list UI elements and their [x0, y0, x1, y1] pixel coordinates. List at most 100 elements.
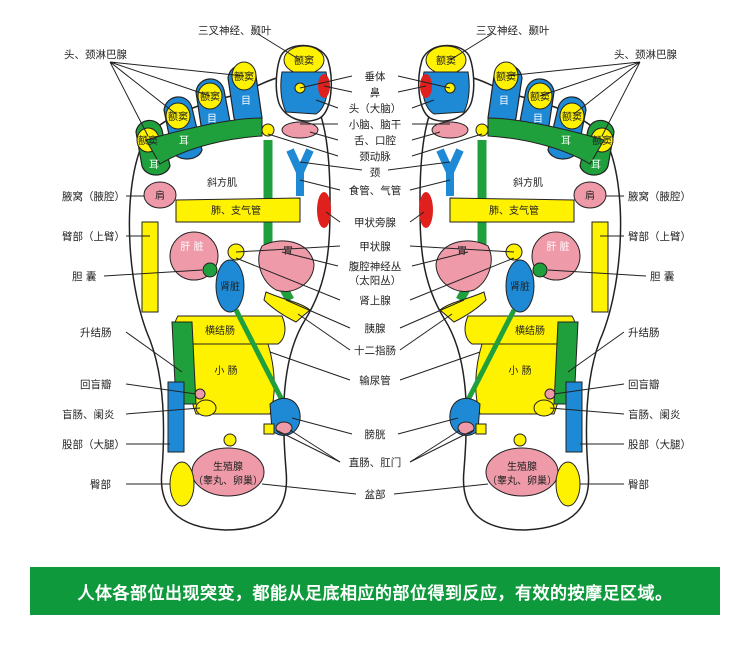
zone-left-sinus-2: 额窦 [234, 70, 254, 83]
label-pelvis: 盆部 [365, 488, 386, 501]
right-rectum-pink [457, 421, 475, 435]
left-thyroid-red [317, 192, 331, 228]
label-right-cecum: 盲肠、阑炎 [628, 408, 681, 421]
caption-text: 人体各部位出现突变，都能从足底相应的部位得到反应，有效的按摩足区域。 [77, 583, 673, 604]
left-kidney [215, 259, 245, 313]
zone-right-shoulder: 肩 [585, 189, 595, 202]
label-left-gallbladder: 胆 囊 [72, 270, 97, 283]
left-stomach [258, 240, 315, 292]
leader-lines [103, 33, 647, 495]
label-right-ileocecal: 回盲瓣 [628, 378, 660, 391]
zone-left-transverse-colon: 横结肠 [205, 324, 235, 337]
label-tongue-mouth: 舌、口腔 [354, 134, 396, 147]
right-arm-strip [591, 221, 609, 313]
label-right-buttock: 臀部 [628, 478, 649, 491]
zone-right-lung: 肺、支气管 [489, 204, 539, 217]
zone-right-transverse-colon: 横结肠 [515, 324, 545, 337]
zone-left-small-intestine: 小 肠 [214, 365, 237, 377]
label-left-trigeminal: 三叉神经、颞叶 [198, 24, 272, 37]
label-parathyroid: 甲状旁腺 [354, 216, 396, 229]
zone-right-ear-2: 耳 [591, 159, 601, 171]
label-esophagus: 食管、气管 [349, 184, 402, 197]
label-left-cecum: 盲肠、阑炎 [62, 408, 115, 421]
label-right-thigh: 股部（大腿） [628, 438, 691, 451]
left-gallbladder [202, 262, 218, 278]
left-rectum-pink [275, 421, 293, 435]
zone-left-sinus-5: 额窦 [138, 134, 158, 147]
zone-right-bigtoe-sinus: 额窦 [436, 54, 456, 67]
zone-right-sinus-5: 额窦 [592, 134, 612, 147]
zone-left-trapezius: 斜方肌 [207, 176, 237, 189]
zone-left-sinus-4: 额窦 [168, 110, 188, 123]
label-right-trigeminal: 三叉神经、颞叶 [476, 24, 550, 37]
label-bladder: 膀胱 [365, 428, 386, 441]
left-ileocecal [194, 388, 206, 400]
zone-left-sinus-3: 额窦 [200, 90, 220, 103]
zone-right-gonad-1: 生殖腺 [507, 460, 537, 473]
left-heel-dot [223, 433, 237, 447]
zone-left-bigtoe-sinus: 额窦 [294, 54, 314, 67]
label-right-gallbladder: 胆 囊 [650, 270, 675, 283]
zone-right-eye-2: 目 [533, 114, 543, 125]
zone-left-liver: 肝 脏 [180, 240, 203, 253]
zone-left-shoulder: 肩 [155, 189, 165, 202]
right-ureter [465, 308, 517, 402]
left-shoulder [143, 181, 177, 209]
label-celiac-2: （太阳丛） [349, 274, 402, 287]
left-buttock [169, 461, 195, 507]
right-sinus-4 [559, 102, 585, 130]
right-esophagus [436, 148, 464, 196]
right-kidney [505, 259, 535, 313]
label-right-head-neck-lymph: 头、颈淋巴腺 [614, 48, 677, 61]
label-duodenum: 十二指肠 [354, 344, 396, 357]
right-tongue-mouth [431, 121, 469, 139]
label-adrenal: 肾上腺 [359, 294, 391, 307]
right-eye-ear-strip [487, 117, 605, 165]
zone-right-trapezius: 斜方肌 [513, 176, 543, 189]
label-neck: 颈 [370, 167, 381, 179]
right-thigh-strip [565, 381, 583, 453]
label-celiac-1: 腹腔神经丛 [349, 260, 402, 273]
caption-banner: 人体各部位出现突变，都能从足底相应的部位得到反应，有效的按摩足区域。 [30, 567, 720, 615]
label-left-head-neck-lymph: 头、颈淋巴腺 [64, 48, 127, 61]
left-arm-strip [141, 221, 159, 313]
label-nose: 鼻 [370, 86, 381, 99]
right-stomach [435, 240, 492, 292]
zone-right-gonad-2: （睾丸、卵巢） [487, 474, 557, 487]
left-rectum [263, 423, 275, 435]
zone-right-liver: 肝 脏 [546, 240, 569, 253]
label-thyroid: 甲状腺 [359, 240, 391, 253]
label-pancreas: 胰腺 [365, 322, 386, 335]
zone-left-ear: 耳 [179, 135, 189, 147]
right-lung-band [449, 197, 575, 223]
label-left-ileocecal: 回盲瓣 [80, 378, 112, 391]
right-gallbladder [532, 262, 548, 278]
left-tongue-mouth [281, 121, 319, 139]
zone-left-lung: 肺、支气管 [211, 204, 261, 217]
zone-right-small-intestine: 小 肠 [508, 365, 531, 377]
label-left-ascending-colon: 升结肠 [80, 326, 112, 339]
right-rectum [475, 423, 487, 435]
right-thyroid-red [419, 192, 433, 228]
label-left-thigh: 股部（大腿） [62, 438, 125, 451]
left-sinus-4 [165, 102, 191, 130]
label-cerebellum: 小脑、脑干 [349, 118, 402, 131]
label-pituitary: 垂体 [365, 71, 386, 83]
right-shoulder [573, 181, 607, 209]
zone-left-gonad-1: 生殖腺 [213, 460, 243, 473]
zone-right-ear: 耳 [561, 135, 571, 147]
zone-left-ear-2: 耳 [149, 159, 159, 171]
label-right-axilla: 腋窝（腋腔） [628, 190, 691, 203]
label-ureter: 输尿管 [359, 374, 391, 387]
label-left-upper-arm: 臂部（上臂） [62, 230, 125, 243]
callout-labels: 三叉神经、颞叶 三叉神经、颞叶 头、颈淋巴腺 头、颈淋巴腺 垂体 鼻 头（大脑）… [62, 24, 691, 501]
zone-right-sinus-4: 额窦 [562, 110, 582, 123]
label-carotid: 颈动脉 [359, 150, 391, 163]
left-eye-ear-strip [145, 117, 263, 165]
left-lung-band [175, 197, 301, 223]
zone-left-stomach: 胃 [283, 245, 293, 257]
zone-labels: 额窦 额窦 额窦 额窦 额窦 目 目 耳 耳 斜方肌 肩 肺、支气管 肝 脏 胃… [138, 54, 612, 487]
label-left-buttock: 臀部 [90, 478, 111, 491]
zone-right-eye: 目 [499, 96, 509, 107]
label-left-axilla: 腋窝（腋腔） [62, 190, 125, 203]
